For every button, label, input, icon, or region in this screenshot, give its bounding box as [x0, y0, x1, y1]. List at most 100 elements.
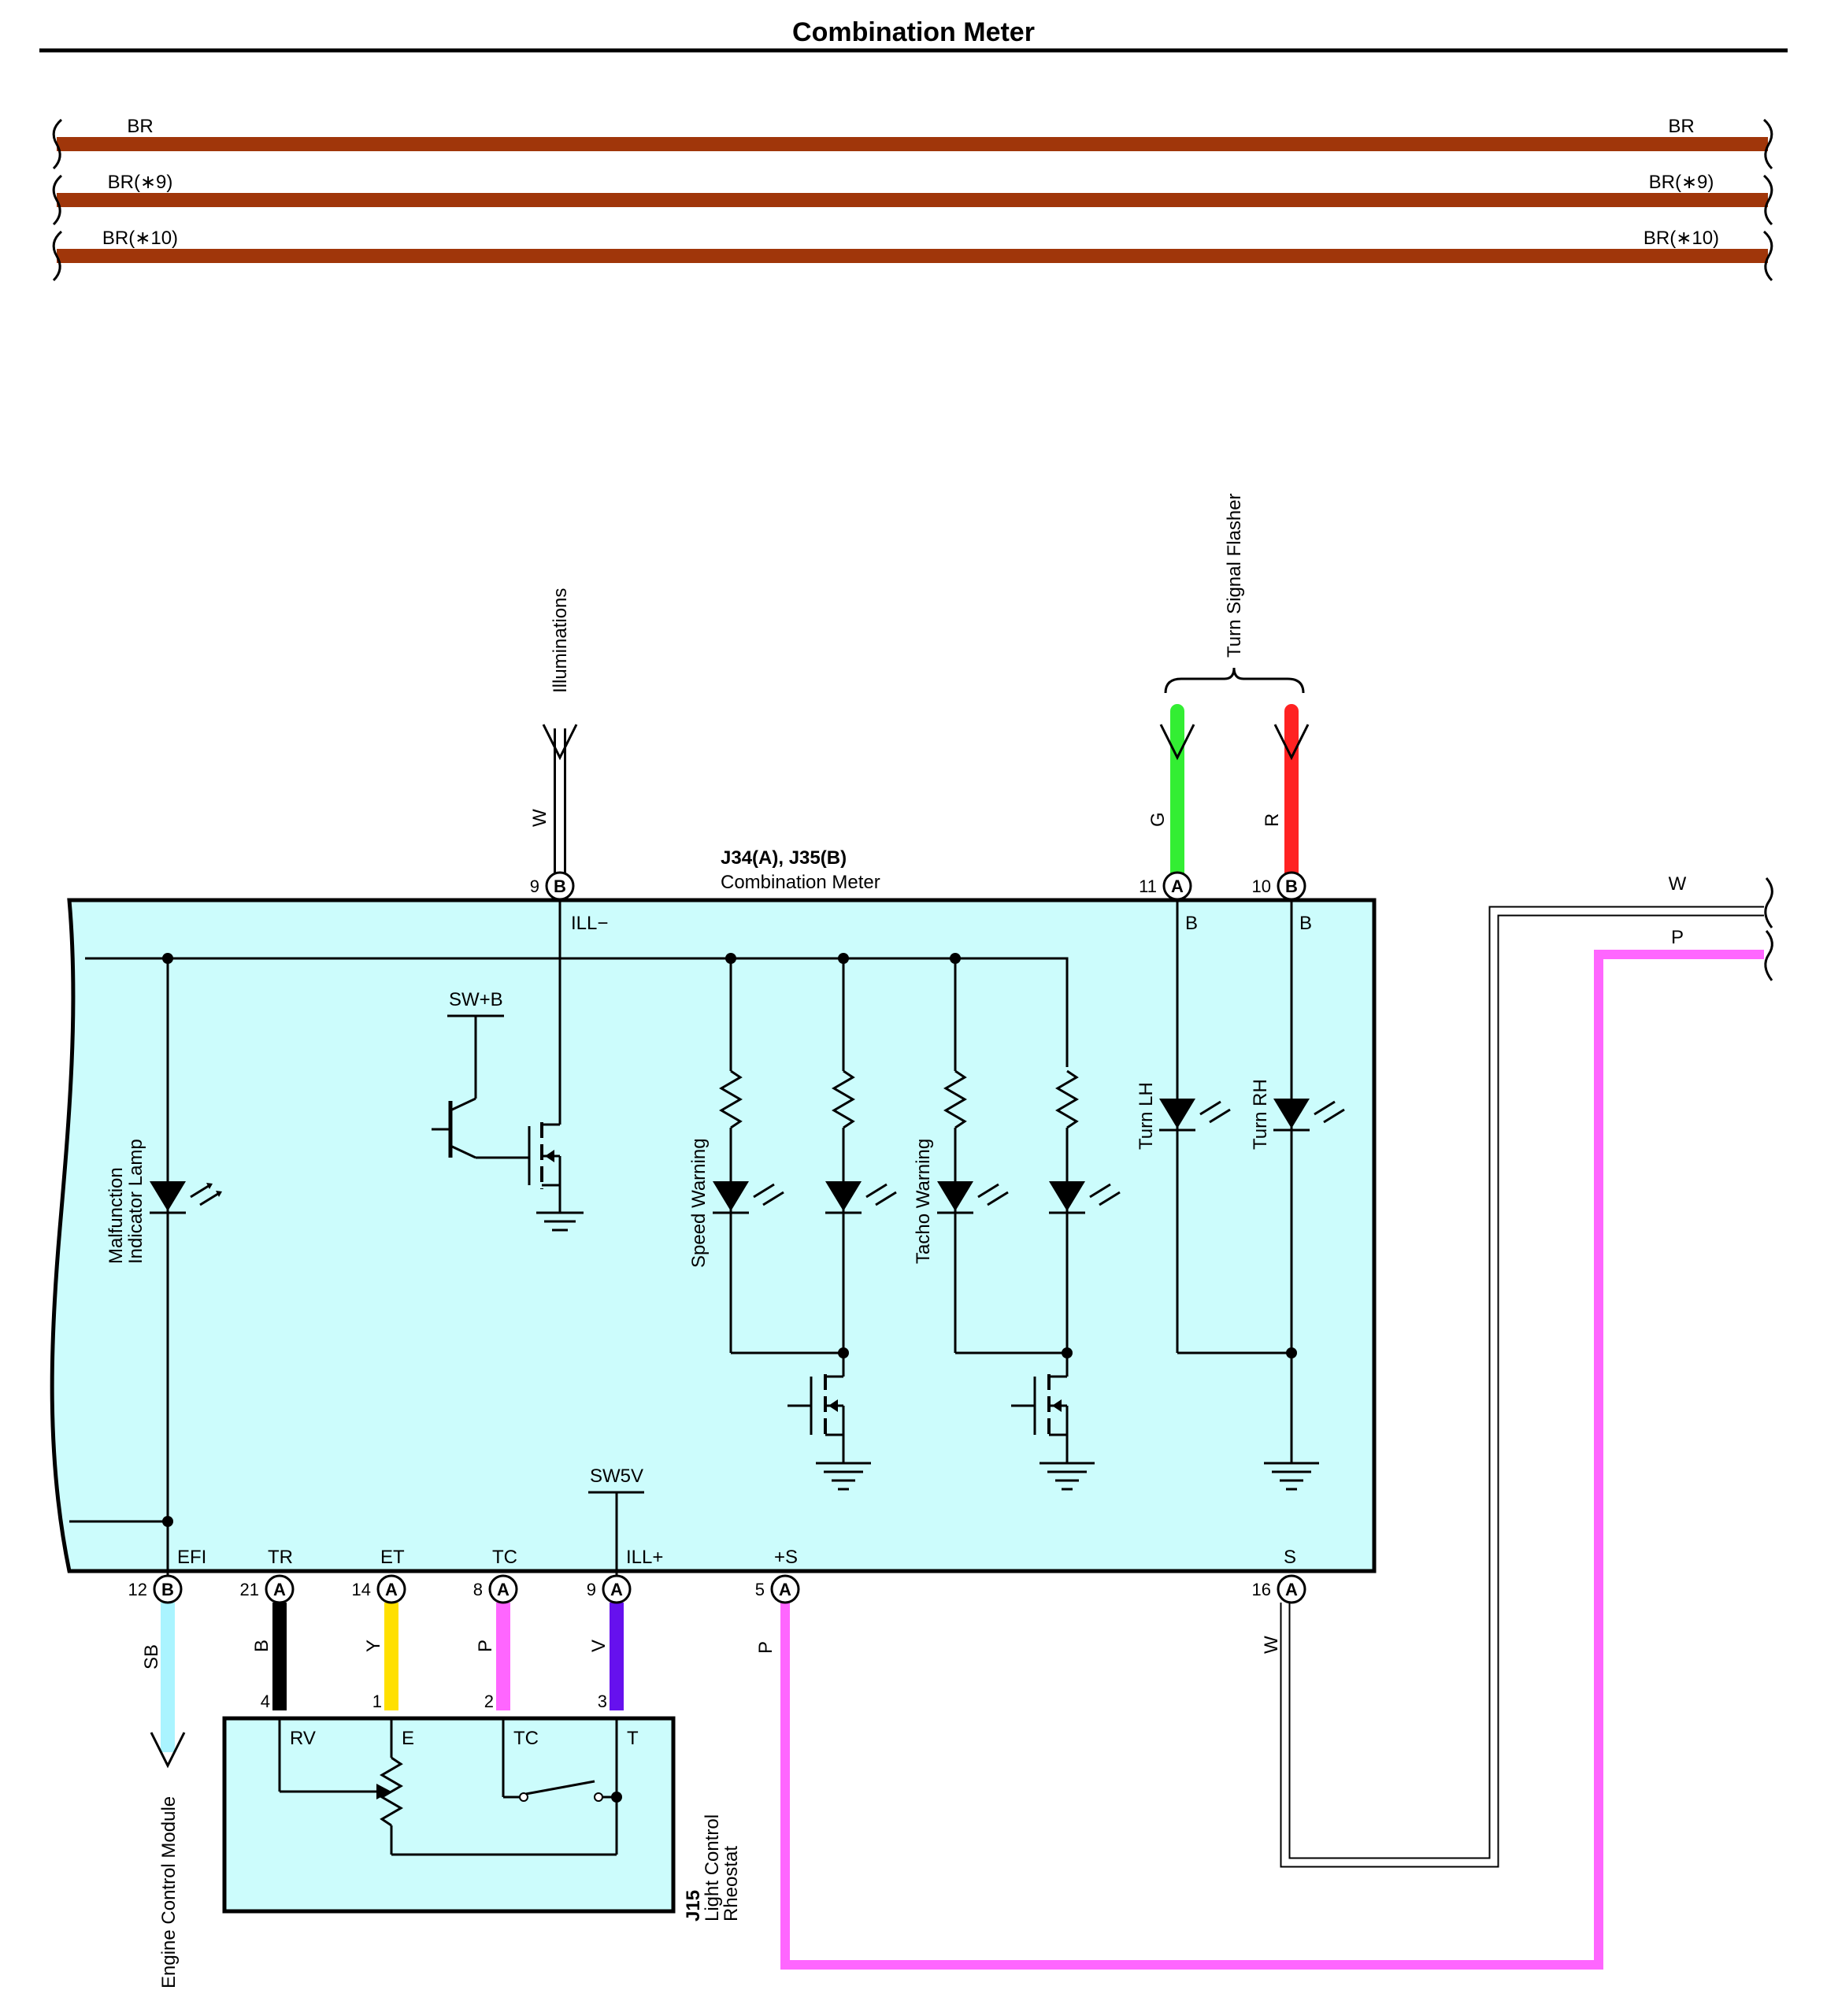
- sw-b-label: SW+B: [449, 989, 503, 1010]
- ground-icon: [1040, 1462, 1095, 1491]
- term-e: E: [402, 1728, 414, 1749]
- turn-lh-led-icon: [1159, 1099, 1231, 1132]
- term-plus-s: +S: [774, 1547, 798, 1568]
- term-efi: EFI: [177, 1547, 206, 1568]
- switch-contact-icon: [594, 1792, 603, 1802]
- svg-text:9: 9: [530, 876, 539, 896]
- svg-text:16: 16: [1252, 1580, 1271, 1599]
- switch-contact-icon: [519, 1792, 528, 1802]
- top-pin-10b: B 10: [1252, 871, 1306, 901]
- svg-text:11: 11: [1139, 876, 1157, 896]
- rheostat-id: J15: [683, 1890, 704, 1922]
- bus-wire-label-right: BR(∗10): [1644, 228, 1719, 249]
- break-mark-right: [1762, 118, 1773, 170]
- wire-color-r: R: [1262, 813, 1283, 827]
- svg-text:A: A: [1171, 876, 1184, 896]
- bottom-pin-21a: A 21: [240, 1574, 295, 1604]
- turn-lh-label: Turn LH: [1136, 1082, 1157, 1150]
- right-wire-w-label: W: [1669, 873, 1687, 895]
- term-t: T: [627, 1728, 639, 1749]
- svg-text:1: 1: [372, 1692, 382, 1711]
- tacho-warning-label: Tacho Warning: [913, 1139, 934, 1264]
- switch-blade-icon: [525, 1780, 595, 1796]
- svg-text:A: A: [610, 1580, 623, 1599]
- resistor-icon: [1055, 1069, 1079, 1129]
- resistor-icon: [719, 1069, 743, 1129]
- term-rv: RV: [290, 1728, 316, 1749]
- arrow-down-icon: [542, 724, 578, 761]
- turn-rh-label: Turn RH: [1250, 1079, 1271, 1150]
- internal-circuit: Malfunction Indicator Lamp SW+B: [69, 899, 1345, 1589]
- wire-color-y: Y: [363, 1640, 384, 1652]
- tacho-mosfet-icon: [1011, 1353, 1069, 1463]
- svg-text:B: B: [1285, 876, 1298, 896]
- tacho-led-icon: [937, 1181, 1009, 1214]
- pin-b-label-left: B: [1185, 913, 1198, 934]
- term-tc-rheostat: TC: [513, 1728, 539, 1749]
- wire-p-plus-s: [780, 950, 1764, 1970]
- ill-minus-label: ILL−: [571, 913, 608, 934]
- meter-connector-id: J34(A), J35(B): [721, 847, 847, 869]
- mil-label-line2: Indicator Lamp: [125, 1139, 146, 1264]
- svg-text:2: 2: [484, 1692, 494, 1711]
- svg-text:A: A: [385, 1580, 398, 1599]
- illuminations-wire: Illuminations W: [529, 588, 578, 874]
- ground-icon: [816, 1462, 871, 1491]
- svg-text:21: 21: [240, 1580, 259, 1599]
- mil-label-line1: Malfunction: [106, 1167, 127, 1264]
- turn-signal-wires: Turn Signal Flasher G R: [1147, 493, 1310, 881]
- bus-wire-br-9: BR(∗9) BR(∗9): [52, 172, 1773, 226]
- turn-signal-flasher-label: Turn Signal Flasher: [1224, 493, 1245, 658]
- junction-dot: [1286, 1347, 1297, 1358]
- bus-wire-label-right: BR(∗9): [1649, 172, 1714, 193]
- term-tc: TC: [492, 1547, 517, 1568]
- svg-text:4: 4: [261, 1692, 270, 1711]
- bottom-pin-12b: B 12: [128, 1574, 183, 1604]
- turn-rh-led-icon: [1273, 1099, 1345, 1132]
- break-mark-right: [1764, 930, 1773, 981]
- svg-text:8: 8: [473, 1580, 483, 1599]
- tacho-led-2-icon: [1049, 1181, 1121, 1214]
- wire-color-p2: P: [755, 1641, 776, 1654]
- bus-wire-label-left: BR(∗10): [102, 228, 178, 249]
- wire-color-b: B: [251, 1640, 272, 1652]
- term-tr: TR: [268, 1547, 293, 1568]
- svg-text:A: A: [497, 1580, 510, 1599]
- combination-meter-module: [50, 898, 1377, 1573]
- wire-color-g: G: [1147, 812, 1169, 827]
- bottom-pin-5a: A 5: [755, 1574, 800, 1604]
- wiper-arrow-icon: [376, 1784, 391, 1799]
- wire-color-p: P: [475, 1640, 496, 1652]
- break-mark-right: [1762, 174, 1773, 226]
- potentiometer-icon: [380, 1756, 403, 1827]
- ecm-label: Engine Control Module: [158, 1796, 180, 1988]
- break-mark-left: [52, 118, 63, 170]
- wire-color-w2: W: [1261, 1636, 1282, 1654]
- resistor-icon: [943, 1069, 967, 1129]
- junction-dot: [162, 1516, 173, 1527]
- bottom-pin-9a: A 9: [587, 1574, 632, 1604]
- speed-led-icon: [713, 1181, 784, 1214]
- speed-mosfet-icon: [788, 1353, 845, 1463]
- bus-wire-label-left: BR(∗9): [108, 172, 173, 193]
- light-control-rheostat: 4 1 2 3 RV E TC T J15 Light Control Rheo…: [222, 1692, 742, 1922]
- internal-bus-line: [85, 957, 1069, 1067]
- rheostat-name-line2: Rheostat: [721, 1846, 742, 1922]
- svg-text:A: A: [273, 1580, 286, 1599]
- mil-led-icon: [150, 1181, 222, 1214]
- bottom-pin-14a: A 14: [352, 1574, 406, 1604]
- meter-name: Combination Meter: [721, 872, 880, 893]
- bus-wire-label-left: BR: [127, 116, 153, 137]
- break-mark-left: [52, 230, 63, 282]
- svg-text:A: A: [779, 1580, 791, 1599]
- resistor-icon: [832, 1069, 855, 1129]
- wire-color-w: W: [529, 809, 550, 827]
- speed-led-2-icon: [825, 1181, 897, 1214]
- wire-color-sb: SB: [141, 1644, 162, 1670]
- junction-dot: [611, 1792, 622, 1803]
- rheostat-name-line1: Light Control: [702, 1814, 723, 1922]
- right-wire-p-label: P: [1671, 927, 1684, 948]
- svg-text:12: 12: [128, 1580, 147, 1599]
- svg-text:14: 14: [352, 1580, 371, 1599]
